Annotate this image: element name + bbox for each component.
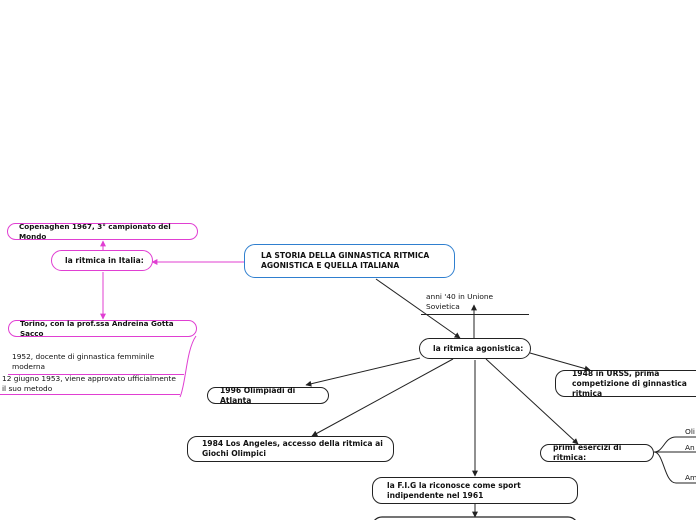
link-agonistica-losangeles [311,358,454,437]
fig-node[interactable]: la F.I.G la riconosce come sport indipen… [372,477,578,504]
agonistica-label: la ritmica agonistica: [433,343,524,353]
link-agonistica-urss [529,352,591,372]
fig-label: la F.I.G la riconosce come sport indipen… [387,480,521,500]
copenhagen-label: Copenaghen 1967, 3° campionato del Mondo [19,221,171,241]
atlanta-label: 1996 Olimpiadi di Atlanta [220,385,296,405]
torino-node[interactable]: Torino, con la prof.ssa Andreina Gotta S… [8,318,197,338]
atlanta-node[interactable]: 1996 Olimpiadi di Atlanta [207,385,329,405]
note-1952-text: 1952, docente di ginnastica femminile mo… [12,352,155,371]
note-1953: 12 giugno 1953, viene approvato ufficial… [0,374,180,395]
primi-item-1: Oli [685,427,695,436]
losangeles-node[interactable]: 1984 Los Angeles, accesso della ritmica … [187,436,394,462]
losangeles-label: 1984 Los Angeles, accesso della ritmica … [202,439,383,458]
primi-item-2: An [685,443,695,452]
link-torino-notes [179,335,197,398]
copenhagen-node[interactable]: Copenaghen 1967, 3° campionato del Mondo [7,221,198,241]
link-primi-items [653,436,696,484]
next-node-partial [374,516,576,520]
note-1952: 1952, docente di ginnastica femminile mo… [8,352,184,375]
italia-label: la ritmica in Italia: [65,255,144,265]
urss1948-node[interactable]: 1948 in URSS, prima competizione di ginn… [555,368,696,398]
anni40-text: anni '40 in Unione Sovietica [426,292,494,311]
primi-item-3: Am [685,473,696,482]
link-agonistica-primi [485,358,579,445]
link-agonistica-atlanta [305,357,421,387]
italia-node[interactable]: la ritmica in Italia: [51,250,153,271]
root-node[interactable]: LA STORIA DELLA GINNASTICA RITMICA AGONI… [244,244,455,278]
primi-label: primi esercizi di ritmica: [553,443,622,462]
urss1948-label: 1948 in URSS, prima competizione di ginn… [572,368,687,398]
primi-node[interactable]: primi esercizi di ritmica: [540,443,654,462]
anni40-topic: anni '40 in Unione Sovietica [421,292,529,315]
link-root-agonistica [375,278,461,339]
agonistica-node[interactable]: la ritmica agonistica: [419,338,531,359]
note-1953-text: 12 giugno 1953, viene approvato ufficial… [2,374,176,393]
torino-label: Torino, con la prof.ssa Andreina Gotta S… [20,318,174,338]
root-title: LA STORIA DELLA GINNASTICA RITMICA AGONI… [261,251,430,270]
